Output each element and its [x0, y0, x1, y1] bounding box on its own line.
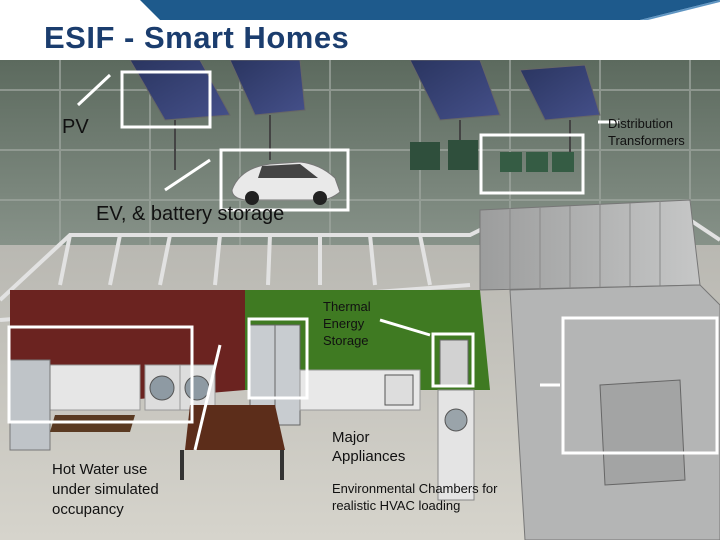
dining-table — [180, 405, 285, 480]
pv-label: PV — [62, 116, 89, 138]
thermal-storage-label: Thermal Energy Storage — [323, 299, 371, 348]
pv-callout-box — [120, 70, 212, 129]
major-appliances-label: Major Appliances — [332, 429, 406, 465]
environmental-chambers-label: Environmental Chambers for realistic HVA… — [332, 481, 498, 513]
page-title: ESIF - Smart Homes — [44, 20, 350, 55]
header: ESIF - Smart Homes — [0, 0, 720, 60]
transformers — [410, 140, 574, 172]
distribution-transformers-label: Distribution Transformers — [608, 116, 685, 148]
ev-battery-label: EV, & battery storage — [96, 203, 285, 225]
leader-lines — [76, 73, 620, 451]
ev-car — [231, 161, 341, 205]
scene-illustration — [0, 60, 720, 540]
environmental-chamber-upper — [479, 199, 701, 291]
smart-home-scene: PV Distribution Transformers EV, & batte… — [0, 60, 720, 540]
chamber-callout-box — [561, 316, 719, 455]
transformer-callout-box — [479, 133, 585, 195]
appliances-callout-box — [247, 317, 309, 400]
thermal-storage-callout-box — [431, 332, 475, 388]
callout-boxes — [7, 70, 719, 455]
header-banner — [0, 0, 720, 22]
ev-callout-box — [219, 148, 350, 212]
pv-panels — [129, 60, 601, 170]
hot-water-label: Hot Water use under simulated occupancy — [52, 461, 159, 518]
hot-water-callout-box — [7, 325, 194, 424]
